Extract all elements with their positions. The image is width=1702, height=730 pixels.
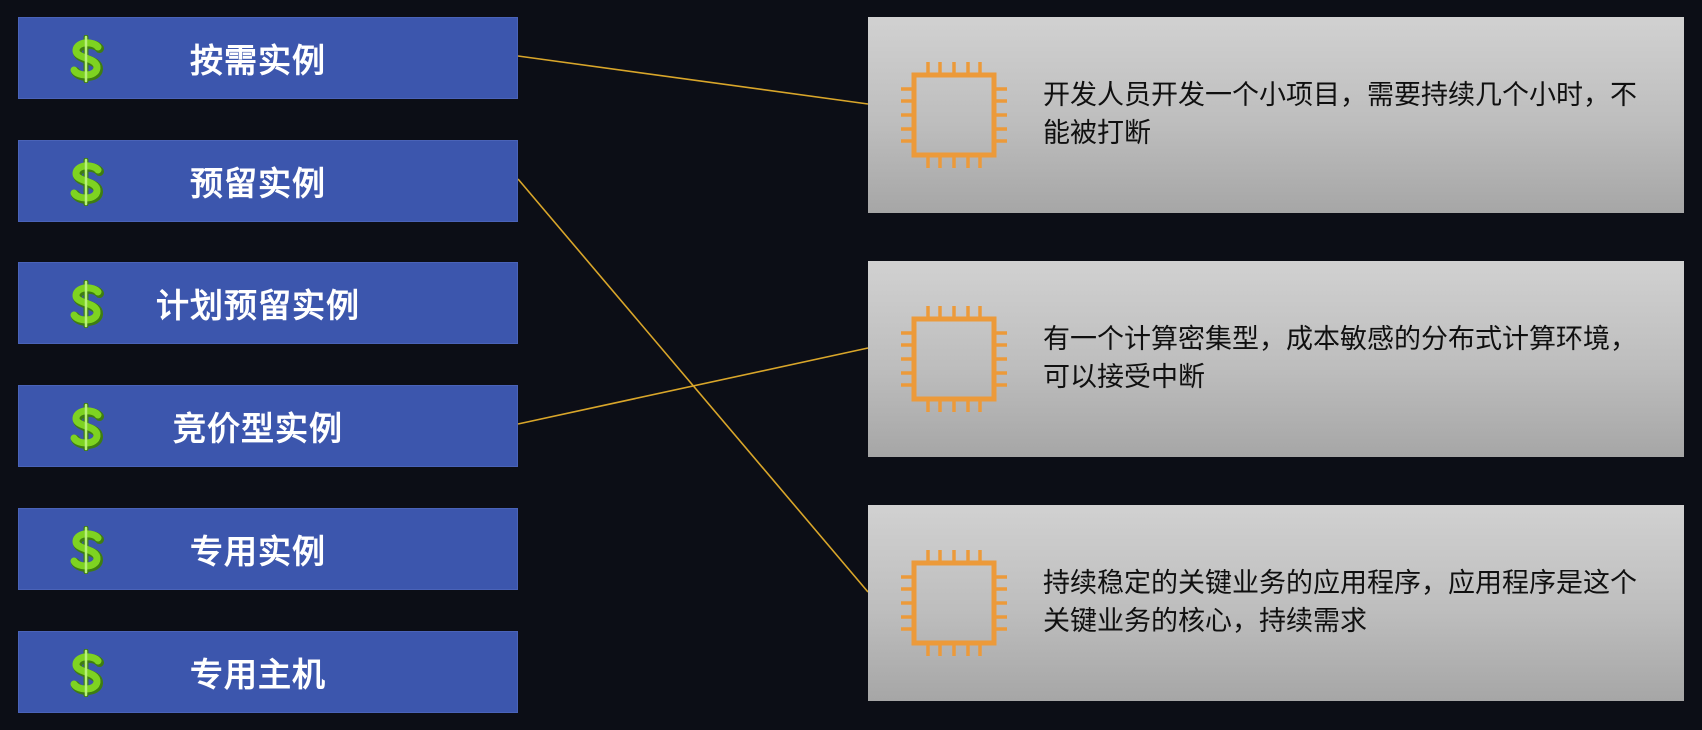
scenario-text: 开发人员开发一个小项目，需要持续几个小时，不能被打断 — [1043, 80, 1637, 149]
pricing-option-label: 按需实例 — [190, 41, 326, 80]
pricing-option-label: 竞价型实例 — [173, 409, 343, 448]
pricing-option-label: 预留实例 — [190, 164, 326, 203]
dollar-icon — [70, 649, 104, 697]
scenario-text: 有一个计算密集型，成本敏感的分布式计算环境，可以接受中断 — [1043, 324, 1637, 393]
chip-icon — [901, 550, 1007, 656]
connector-line-1 — [517, 55, 869, 105]
pricing-option-dedicated-instance[interactable]: 专用实例 — [18, 508, 518, 590]
connector-line-3 — [517, 347, 869, 425]
pricing-option-scheduled-reserved[interactable]: 计划预留实例 — [18, 262, 518, 344]
scenario-text: 持续稳定的关键业务的应用程序，应用程序是这个关键业务的核心，持续需求 — [1043, 568, 1637, 637]
pricing-option-label: 专用实例 — [190, 532, 326, 571]
scenario-card-3[interactable]: 持续稳定的关键业务的应用程序，应用程序是这个关键业务的核心，持续需求 — [868, 505, 1684, 701]
scenario-card-1[interactable]: 开发人员开发一个小项目，需要持续几个小时，不能被打断 — [868, 17, 1684, 213]
pricing-option-label: 计划预留实例 — [156, 286, 360, 325]
dollar-icon — [70, 526, 104, 574]
pricing-option-reserved[interactable]: 预留实例 — [18, 140, 518, 222]
chip-icon — [901, 62, 1007, 168]
chip-icon — [901, 306, 1007, 412]
pricing-option-dedicated-host[interactable]: 专用主机 — [18, 631, 518, 713]
pricing-option-label: 专用主机 — [190, 655, 326, 694]
scenario-card-2[interactable]: 有一个计算密集型，成本敏感的分布式计算环境，可以接受中断 — [868, 261, 1684, 457]
dollar-icon — [70, 158, 104, 206]
dollar-icon — [70, 280, 104, 328]
pricing-option-spot[interactable]: 竞价型实例 — [18, 385, 518, 467]
dollar-icon — [70, 35, 104, 83]
dollar-icon — [70, 403, 104, 451]
connector-line-2 — [517, 178, 869, 593]
pricing-option-on-demand[interactable]: 按需实例 — [18, 17, 518, 99]
